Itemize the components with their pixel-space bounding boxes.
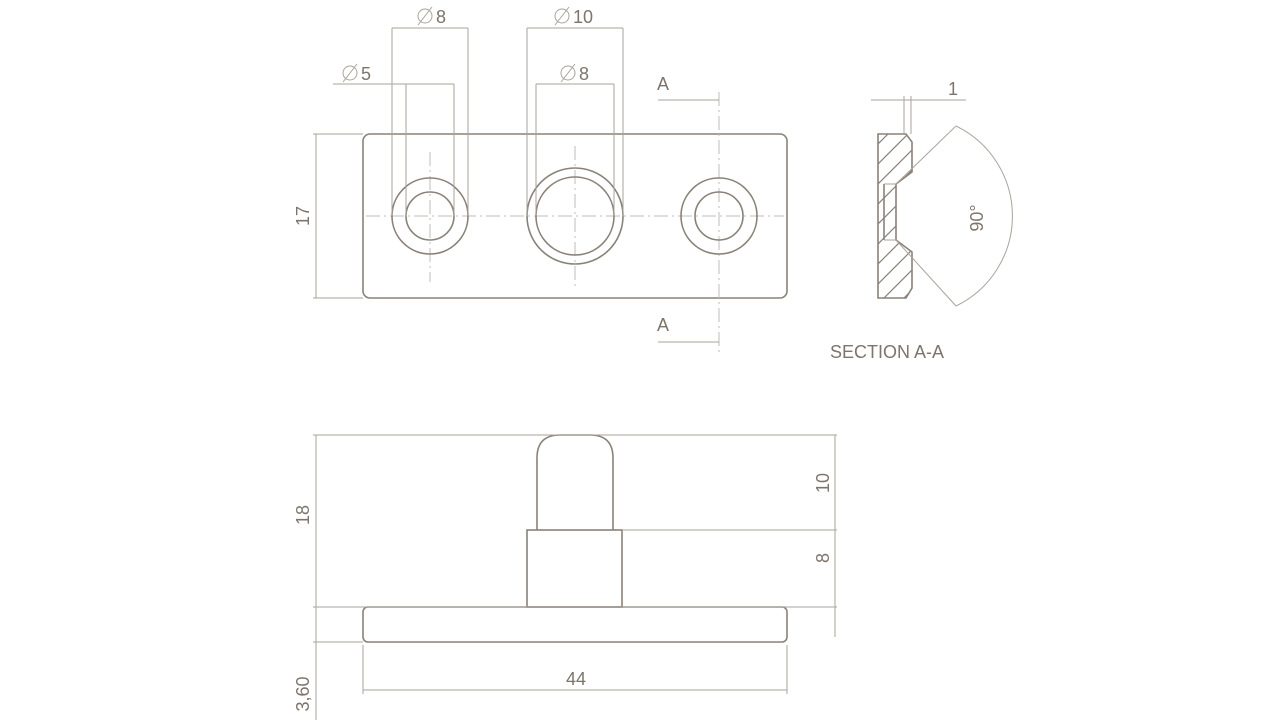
dim-dia-outer-left: 8 xyxy=(436,7,446,27)
diameter-symbol-icon xyxy=(342,63,358,83)
dim-countersink-angle: 90° xyxy=(967,204,987,231)
angle-arc xyxy=(955,125,1013,307)
dim-total-height: 18 xyxy=(293,505,313,525)
dim-plate-width: 44 xyxy=(566,669,586,689)
dim-dia-inner-left: 5 xyxy=(361,64,371,84)
plate-outline xyxy=(362,133,788,299)
diameter-symbol-icon xyxy=(554,6,570,26)
section-marker-top: A xyxy=(657,74,669,94)
right-hole-outer xyxy=(680,177,758,255)
diameter-symbol-icon xyxy=(560,63,576,83)
dim-pin-height: 10 xyxy=(813,473,833,493)
plan-view: 8 5 10 8 17 A xyxy=(293,6,788,352)
dim-collar-height: 8 xyxy=(813,553,833,563)
dim-plate-thickness: 3,60 xyxy=(293,676,313,711)
section-marker-bottom: A xyxy=(657,315,669,335)
section-view: 1 90° SECTION A-A xyxy=(830,79,1013,362)
pin-outline xyxy=(536,434,614,530)
section-title: SECTION A-A xyxy=(830,342,944,362)
dim-plate-height: 17 xyxy=(293,206,313,226)
base-plate-outline xyxy=(362,606,788,643)
dim-dia-outer-mid: 10 xyxy=(573,7,593,27)
right-hole-inner xyxy=(694,191,744,241)
diameter-symbol-icon xyxy=(417,6,433,26)
section-hatch xyxy=(878,134,912,298)
dim-chamfer-thickness: 1 xyxy=(948,79,958,99)
side-view: 18 3,60 10 8 44 xyxy=(293,434,837,720)
dim-dia-inner-mid: 8 xyxy=(579,64,589,84)
collar-outline xyxy=(526,529,623,608)
